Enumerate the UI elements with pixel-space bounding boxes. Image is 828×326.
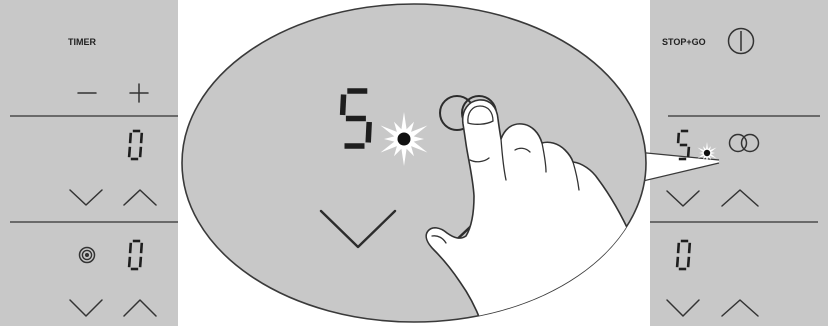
left-panel-surface <box>0 0 178 326</box>
display-segment-c <box>140 147 141 157</box>
indicator-dot <box>704 150 710 156</box>
timer-label: TIMER <box>68 37 96 47</box>
display-segment-e <box>129 147 130 157</box>
display-segment-e <box>129 257 130 267</box>
right-control-panel: STOP+GO <box>626 0 828 326</box>
display-segment-f <box>678 133 679 143</box>
display-segment-b <box>141 133 142 143</box>
left-control-panel: TIMER <box>0 0 178 326</box>
display-segment-c <box>688 257 689 267</box>
display-segment-b <box>689 243 690 253</box>
display-segment-e <box>677 257 678 267</box>
display-segment-c <box>688 147 689 157</box>
stop-go-label: STOP+GO <box>662 37 706 47</box>
display-segment-c <box>368 122 369 143</box>
indicator-dot <box>398 133 411 146</box>
display-segment-f <box>343 95 344 116</box>
display-segment-c <box>140 257 141 267</box>
concentric-circles-icon <box>80 248 95 263</box>
cooking-zone-selector[interactable] <box>80 248 95 263</box>
display-segment-f <box>130 243 131 253</box>
display-segment-f <box>678 243 679 253</box>
display-segment-b <box>141 243 142 253</box>
display-segment-f <box>130 133 131 143</box>
